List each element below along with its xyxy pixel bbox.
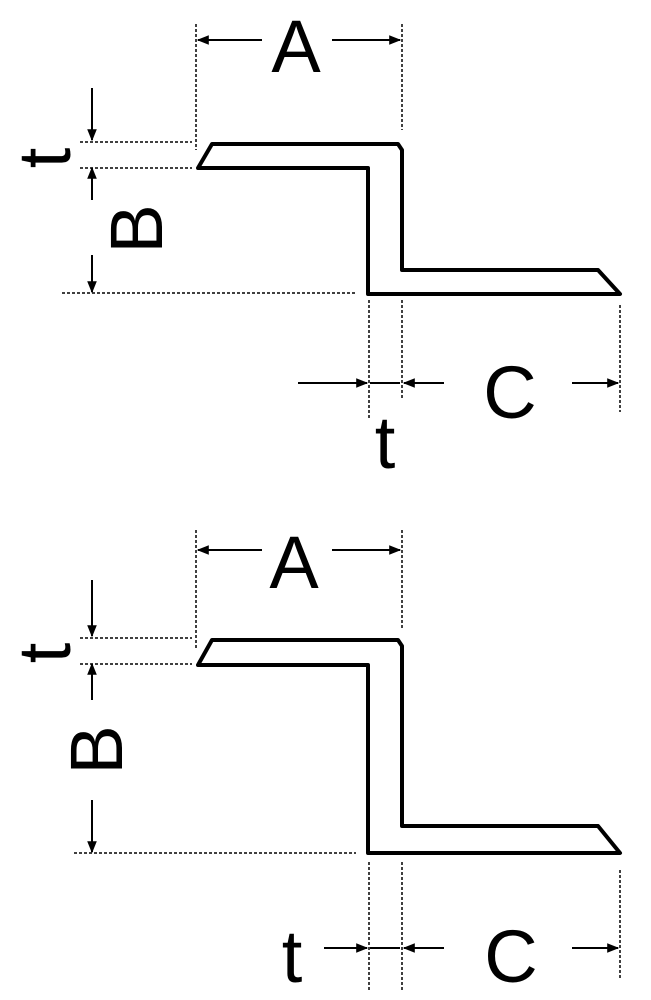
extension-lines	[62, 24, 621, 420]
label-b: B	[55, 725, 138, 774]
label-c: C	[484, 915, 537, 998]
label-c: C	[483, 351, 536, 434]
label-a: A	[269, 521, 319, 604]
label-a: A	[271, 5, 321, 88]
z-profile-outline	[196, 142, 622, 296]
z-profile-diagram-bottom: A t B t C	[3, 521, 622, 998]
label-t-bottom: t	[282, 915, 303, 998]
z-profile-outline	[196, 638, 622, 855]
label-b: B	[95, 204, 178, 253]
extension-lines	[74, 530, 621, 992]
label-t-left: t	[3, 147, 86, 168]
label-t-bottom: t	[375, 401, 396, 484]
label-t-left: t	[3, 642, 86, 663]
z-profile-diagram-top: A t B t C	[3, 5, 622, 484]
